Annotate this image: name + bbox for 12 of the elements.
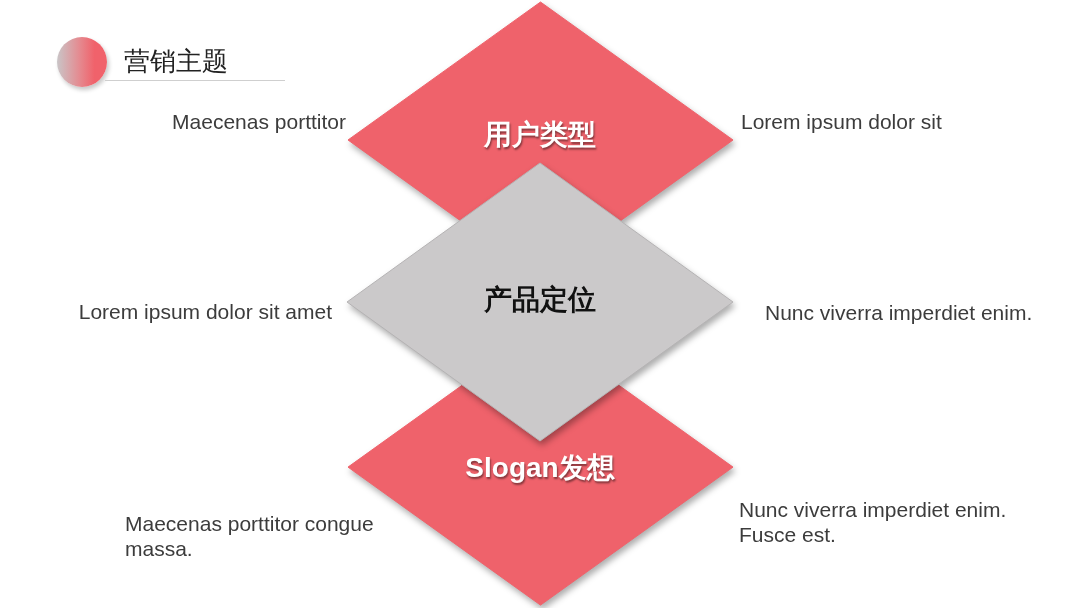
description-text: Lorem ipsum dolor sit amet <box>77 299 332 324</box>
slide-title: 营销主题 <box>124 45 228 78</box>
description-text: Maecenas porttitor congue massa. <box>125 511 375 561</box>
description-text: Nunc viverra imperdiet enim. <box>765 300 1034 325</box>
description-text: Nunc viverra imperdiet enim. Fusce est. <box>739 497 1008 547</box>
diamond-label: Slogan发想 <box>465 451 615 485</box>
diamond-node <box>347 2 733 221</box>
diamond-node <box>347 163 733 441</box>
description-text: Maecenas porttitor <box>171 109 346 134</box>
diamond-label: 用户类型 <box>484 118 596 152</box>
diamond-label: 产品定位 <box>484 283 596 317</box>
description-text: Lorem ipsum dolor sit <box>741 109 943 134</box>
